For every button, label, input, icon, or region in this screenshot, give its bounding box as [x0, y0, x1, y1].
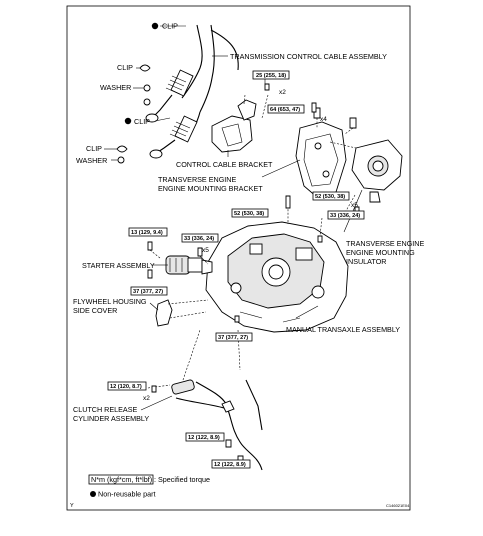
svg-text:64 (653, 47): 64 (653, 47) — [270, 107, 300, 113]
bolt-symbols — [151, 83, 360, 393]
manual-transaxle-drawing — [205, 202, 349, 333]
torque-box-3: 52 (530, 38) — [312, 191, 350, 201]
svg-text:12 (122, 8.9): 12 (122, 8.9) — [188, 435, 220, 441]
svg-text:33 (336, 24): 33 (336, 24) — [184, 236, 214, 242]
svg-text:12 (122, 8.9): 12 (122, 8.9) — [214, 462, 246, 468]
svg-text:13 (129, 9.4): 13 (129, 9.4) — [131, 230, 163, 236]
label-transaxle: MANUAL TRANSAXLE ASSEMBLY — [286, 325, 400, 334]
multiplier-x2-bottom: x2 — [143, 395, 150, 402]
engine-mounting-insulator-drawing — [329, 139, 403, 219]
multiplier-x2-top: x2 — [279, 89, 286, 96]
label-mount-insulator-line2: ENGINE MOUNTING — [346, 248, 415, 257]
torque-box-7: 33 (336, 24) — [181, 233, 219, 243]
label-washer-1: WASHER — [100, 83, 131, 92]
torque-box-6: 13 (129, 9.4) — [128, 227, 168, 237]
engine-mounting-bracket-drawing — [295, 107, 357, 199]
legend: N*m (kgf*cm, ft*lbf) : Specified torque … — [88, 474, 210, 499]
legend-non-reusable-dot — [90, 491, 96, 497]
label-control-cable-bracket: CONTROL CABLE BRACKET — [176, 160, 273, 169]
label-mount-bracket-line1: TRANSVERSE ENGINE — [158, 175, 236, 184]
svg-text:12 (120, 8.7): 12 (120, 8.7) — [110, 384, 142, 390]
legend-spec-box — [88, 474, 154, 485]
torque-box-11: 12 (122, 8.9) — [185, 432, 225, 442]
multiplier-x5-left: x5 — [202, 247, 209, 254]
flywheel-housing-cover-drawing — [155, 299, 209, 327]
svg-text:25 (255, 18): 25 (255, 18) — [256, 73, 286, 79]
multiplier-x5-right: x5 — [351, 202, 358, 209]
label-clutch-line2: CYLINDER ASSEMBLY — [73, 414, 149, 423]
label-starter: STARTER ASSEMBLY — [82, 261, 155, 270]
label-clip-2: CLIP — [86, 144, 102, 153]
diagram-frame — [66, 5, 411, 511]
non-reusable-dot-clip-mid — [124, 117, 132, 125]
label-clip-1: CLIP — [117, 63, 133, 72]
corner-mark: Y — [70, 503, 74, 509]
control-cable-bracket-drawing — [211, 94, 269, 153]
legend-spec-box-text: N*m (kgf*cm, ft*lbf) — [91, 475, 152, 484]
label-clip-top: CLIP — [162, 22, 178, 31]
label-washer-2: WASHER — [76, 156, 107, 165]
clutch-release-cylinder-drawing — [147, 329, 263, 471]
torque-box-5: 33 (336, 24) — [327, 210, 365, 220]
svg-text:37 (377, 27): 37 (377, 27) — [133, 289, 163, 295]
non-reusable-dot-clip-top — [151, 22, 159, 30]
transmission-control-cable-drawing — [116, 24, 239, 164]
label-clutch-line1: CLUTCH RELEASE — [73, 405, 138, 414]
leader-lines — [104, 25, 363, 411]
legend-spec-text: : Specified torque — [154, 475, 210, 484]
torque-box-2: 64 (653, 47) — [267, 104, 305, 114]
legend-non-reusable-text: Non-reusable part — [98, 490, 156, 499]
label-flywheel-line2: SIDE COVER — [73, 306, 117, 315]
label-mount-bracket-line2: ENGINE MOUNTING BRACKET — [158, 184, 263, 193]
figure-code: C146021E04 — [386, 503, 410, 508]
label-flywheel-line1: FLYWHEEL HOUSING — [73, 297, 147, 306]
torque-box-12: 12 (122, 8.9) — [211, 459, 251, 469]
torque-box-1: 25 (255, 18) — [252, 70, 290, 80]
svg-text:37 (377, 27): 37 (377, 27) — [218, 335, 248, 341]
label-clip-mid: CLIP — [134, 117, 150, 126]
svg-text:33 (336, 24): 33 (336, 24) — [330, 213, 360, 219]
torque-box-4: 52 (530, 38) — [231, 208, 269, 218]
svg-text:52 (530, 38): 52 (530, 38) — [315, 194, 345, 200]
torque-box-9: 37 (377, 27) — [215, 332, 253, 342]
label-mount-insulator-line3: INSULATOR — [346, 257, 386, 266]
svg-text:52 (530, 38): 52 (530, 38) — [234, 211, 264, 217]
multiplier-x4: x4 — [320, 116, 327, 123]
torque-box-8: 37 (377, 27) — [130, 286, 168, 296]
label-transmission-cable: TRANSMISSION CONTROL CABLE ASSEMBLY — [230, 52, 387, 61]
label-mount-insulator-line1: TRANSVERSE ENGINE — [346, 239, 424, 248]
torque-box-10: 12 (120, 8.7) — [107, 381, 147, 391]
starter-assembly-drawing — [147, 241, 213, 279]
